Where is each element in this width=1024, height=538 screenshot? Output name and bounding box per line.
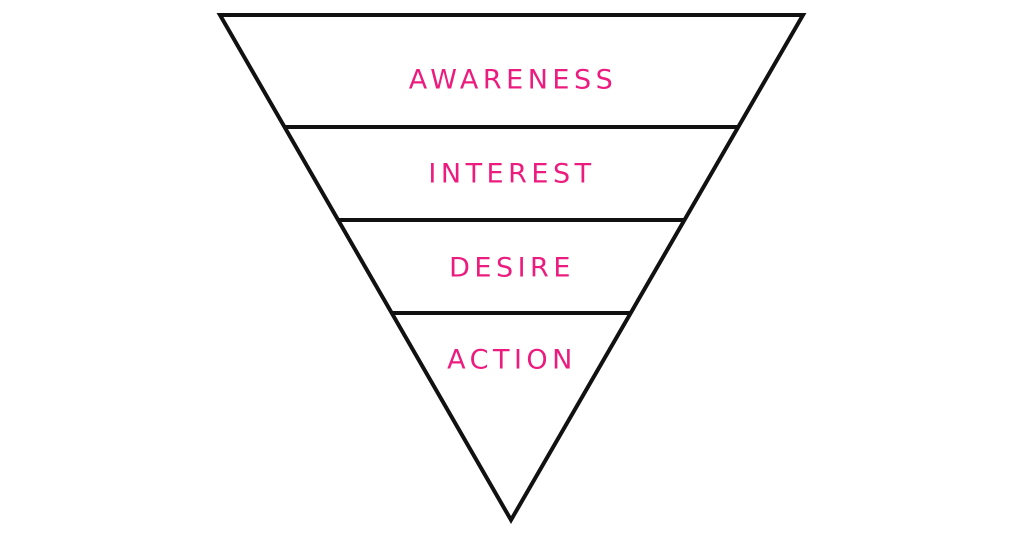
stage-label-awareness: AWARENESS [409, 65, 618, 96]
funnel-outline [216, 13, 807, 525]
stage-label-interest: INTEREST [428, 159, 595, 190]
stage-label-desire: DESIRE [449, 253, 575, 284]
stage-label-action: ACTION [447, 345, 577, 376]
